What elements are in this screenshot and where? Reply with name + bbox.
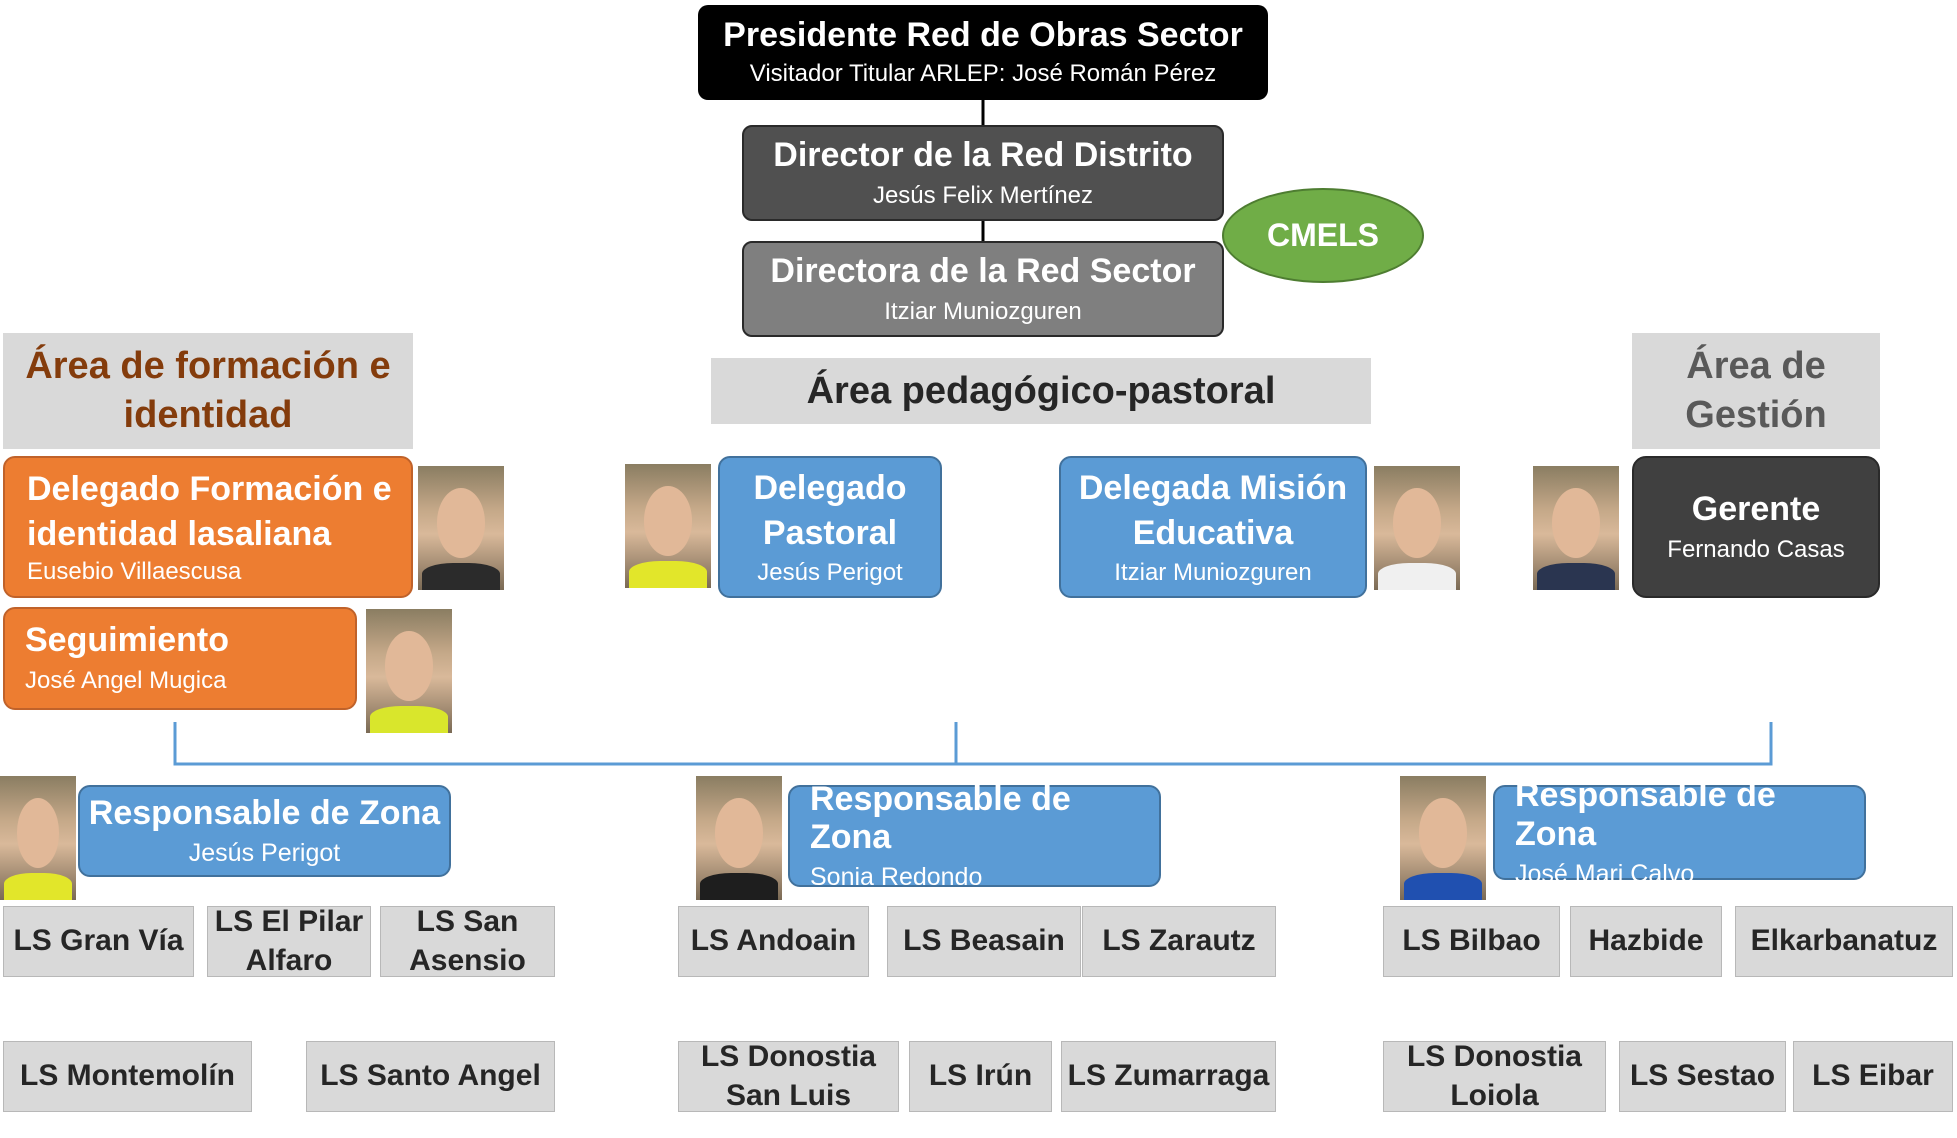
delegado-pastoral-box: Delegado Pastoral Jesús Perigot	[718, 456, 942, 598]
zone-bracket	[173, 722, 1773, 766]
directora-sector-name: Itziar Muniozguren	[884, 297, 1082, 325]
school-ls-santo-angel: LS Santo Angel	[306, 1041, 555, 1112]
school-ls-sestao: LS Sestao	[1619, 1041, 1786, 1112]
directora-sector-title: Directora de la Red Sector	[770, 251, 1196, 290]
director-distrito-box: Director de la Red Distrito Jesús Felix …	[742, 125, 1224, 221]
responsable-zona-3: Responsable de Zona José Mari Calvo	[1493, 776, 1866, 888]
school-ls-donostia-san-luis: LS Donostia San Luis	[678, 1040, 899, 1112]
photo-eusebio	[418, 466, 504, 590]
delegado-formacion-title: Delegado Formación e identidad lasaliana	[27, 469, 392, 553]
school-ls-beasain: LS Beasain	[887, 906, 1081, 977]
responsable-zona-1-title: Responsable de Zona	[88, 793, 441, 832]
school-ls-el-pilar-alfaro: LS El Pilar Alfaro	[207, 905, 371, 977]
president-subtitle: Visitador Titular ARLEP: José Román Pére…	[749, 60, 1217, 88]
photo-fernando	[1533, 466, 1619, 590]
gerente-box: Gerente Fernando Casas	[1632, 456, 1880, 598]
photo-jesus-perigot	[625, 464, 711, 588]
delegado-formacion-box: Delegado Formación e identidad lasaliana…	[3, 456, 413, 598]
delegada-mision-name: Itziar Muniozguren	[1114, 559, 1312, 587]
school-elkarbanatuz: Elkarbanatuz	[1735, 906, 1953, 977]
school-ls-gran-via: LS Gran Vía	[3, 906, 194, 977]
responsable-zona-2: Responsable de Zona Sonia Redondo	[788, 780, 1161, 891]
responsable-zona-3-title: Responsable de Zona	[1515, 776, 1776, 853]
school-ls-andoain: LS Andoain	[678, 906, 869, 977]
delegado-formacion-name: Eusebio Villaescusa	[27, 558, 242, 586]
delegada-mision-box: Delegada Misión Educativa Itziar Muniozg…	[1059, 456, 1367, 598]
seguimiento-box: Seguimiento José Angel Mugica	[3, 607, 357, 710]
school-ls-montemolin: LS Montemolín	[3, 1041, 252, 1112]
responsable-zona-2-name: Sonia Redondo	[810, 863, 983, 892]
photo-zona1-jesus	[0, 776, 76, 900]
president-title: Presidente Red de Obras Sector	[723, 16, 1243, 55]
president-box: Presidente Red de Obras Sector Visitador…	[698, 5, 1268, 100]
delegada-mision-title: Delegada Misión Educativa	[1078, 468, 1348, 552]
delegado-pastoral-title: Delegado Pastoral	[753, 468, 907, 552]
school-ls-zumarraga: LS Zumarraga	[1061, 1041, 1276, 1112]
photo-itziar	[1374, 466, 1460, 590]
cmels-ellipse: CMELS	[1222, 188, 1424, 283]
photo-sonia	[696, 776, 782, 900]
photo-jose-mari	[1400, 776, 1486, 900]
responsable-zona-1-name: Jesús Perigot	[188, 839, 341, 868]
area-pedagogico-header: Área pedagógico-pastoral	[711, 358, 1371, 424]
responsable-zona-1: Responsable de Zona Jesús Perigot	[78, 785, 451, 877]
school-ls-irun: LS Irún	[909, 1041, 1052, 1112]
director-distrito-title: Director de la Red Distrito	[773, 135, 1193, 174]
gerente-title: Gerente	[1691, 489, 1821, 528]
directora-sector-box: Directora de la Red Sector Itziar Munioz…	[742, 241, 1224, 337]
gerente-name: Fernando Casas	[1667, 535, 1845, 563]
photo-jose-angel	[366, 609, 452, 733]
area-formacion-header: Área de formación e identidad	[3, 333, 413, 449]
school-ls-eibar: LS Eibar	[1793, 1041, 1953, 1112]
school-hazbide: Hazbide	[1570, 906, 1722, 977]
school-ls-zarautz: LS Zarautz	[1082, 906, 1276, 977]
responsable-zona-3-name: José Mari Calvo	[1515, 859, 1695, 888]
seguimiento-title: Seguimiento	[25, 621, 230, 660]
school-ls-san-asensio: LS San Asensio	[380, 905, 555, 977]
seguimiento-name: José Angel Mugica	[25, 667, 227, 695]
area-gestion-header: Área de Gestión	[1632, 333, 1880, 449]
school-ls-bilbao: LS Bilbao	[1383, 906, 1560, 977]
delegado-pastoral-name: Jesús Perigot	[757, 559, 903, 587]
responsable-zona-2-title: Responsable de Zona	[810, 779, 1071, 856]
school-ls-donostia-loiola: LS Donostia Loiola	[1383, 1040, 1606, 1112]
director-distrito-name: Jesús Felix Mertínez	[872, 181, 1094, 209]
